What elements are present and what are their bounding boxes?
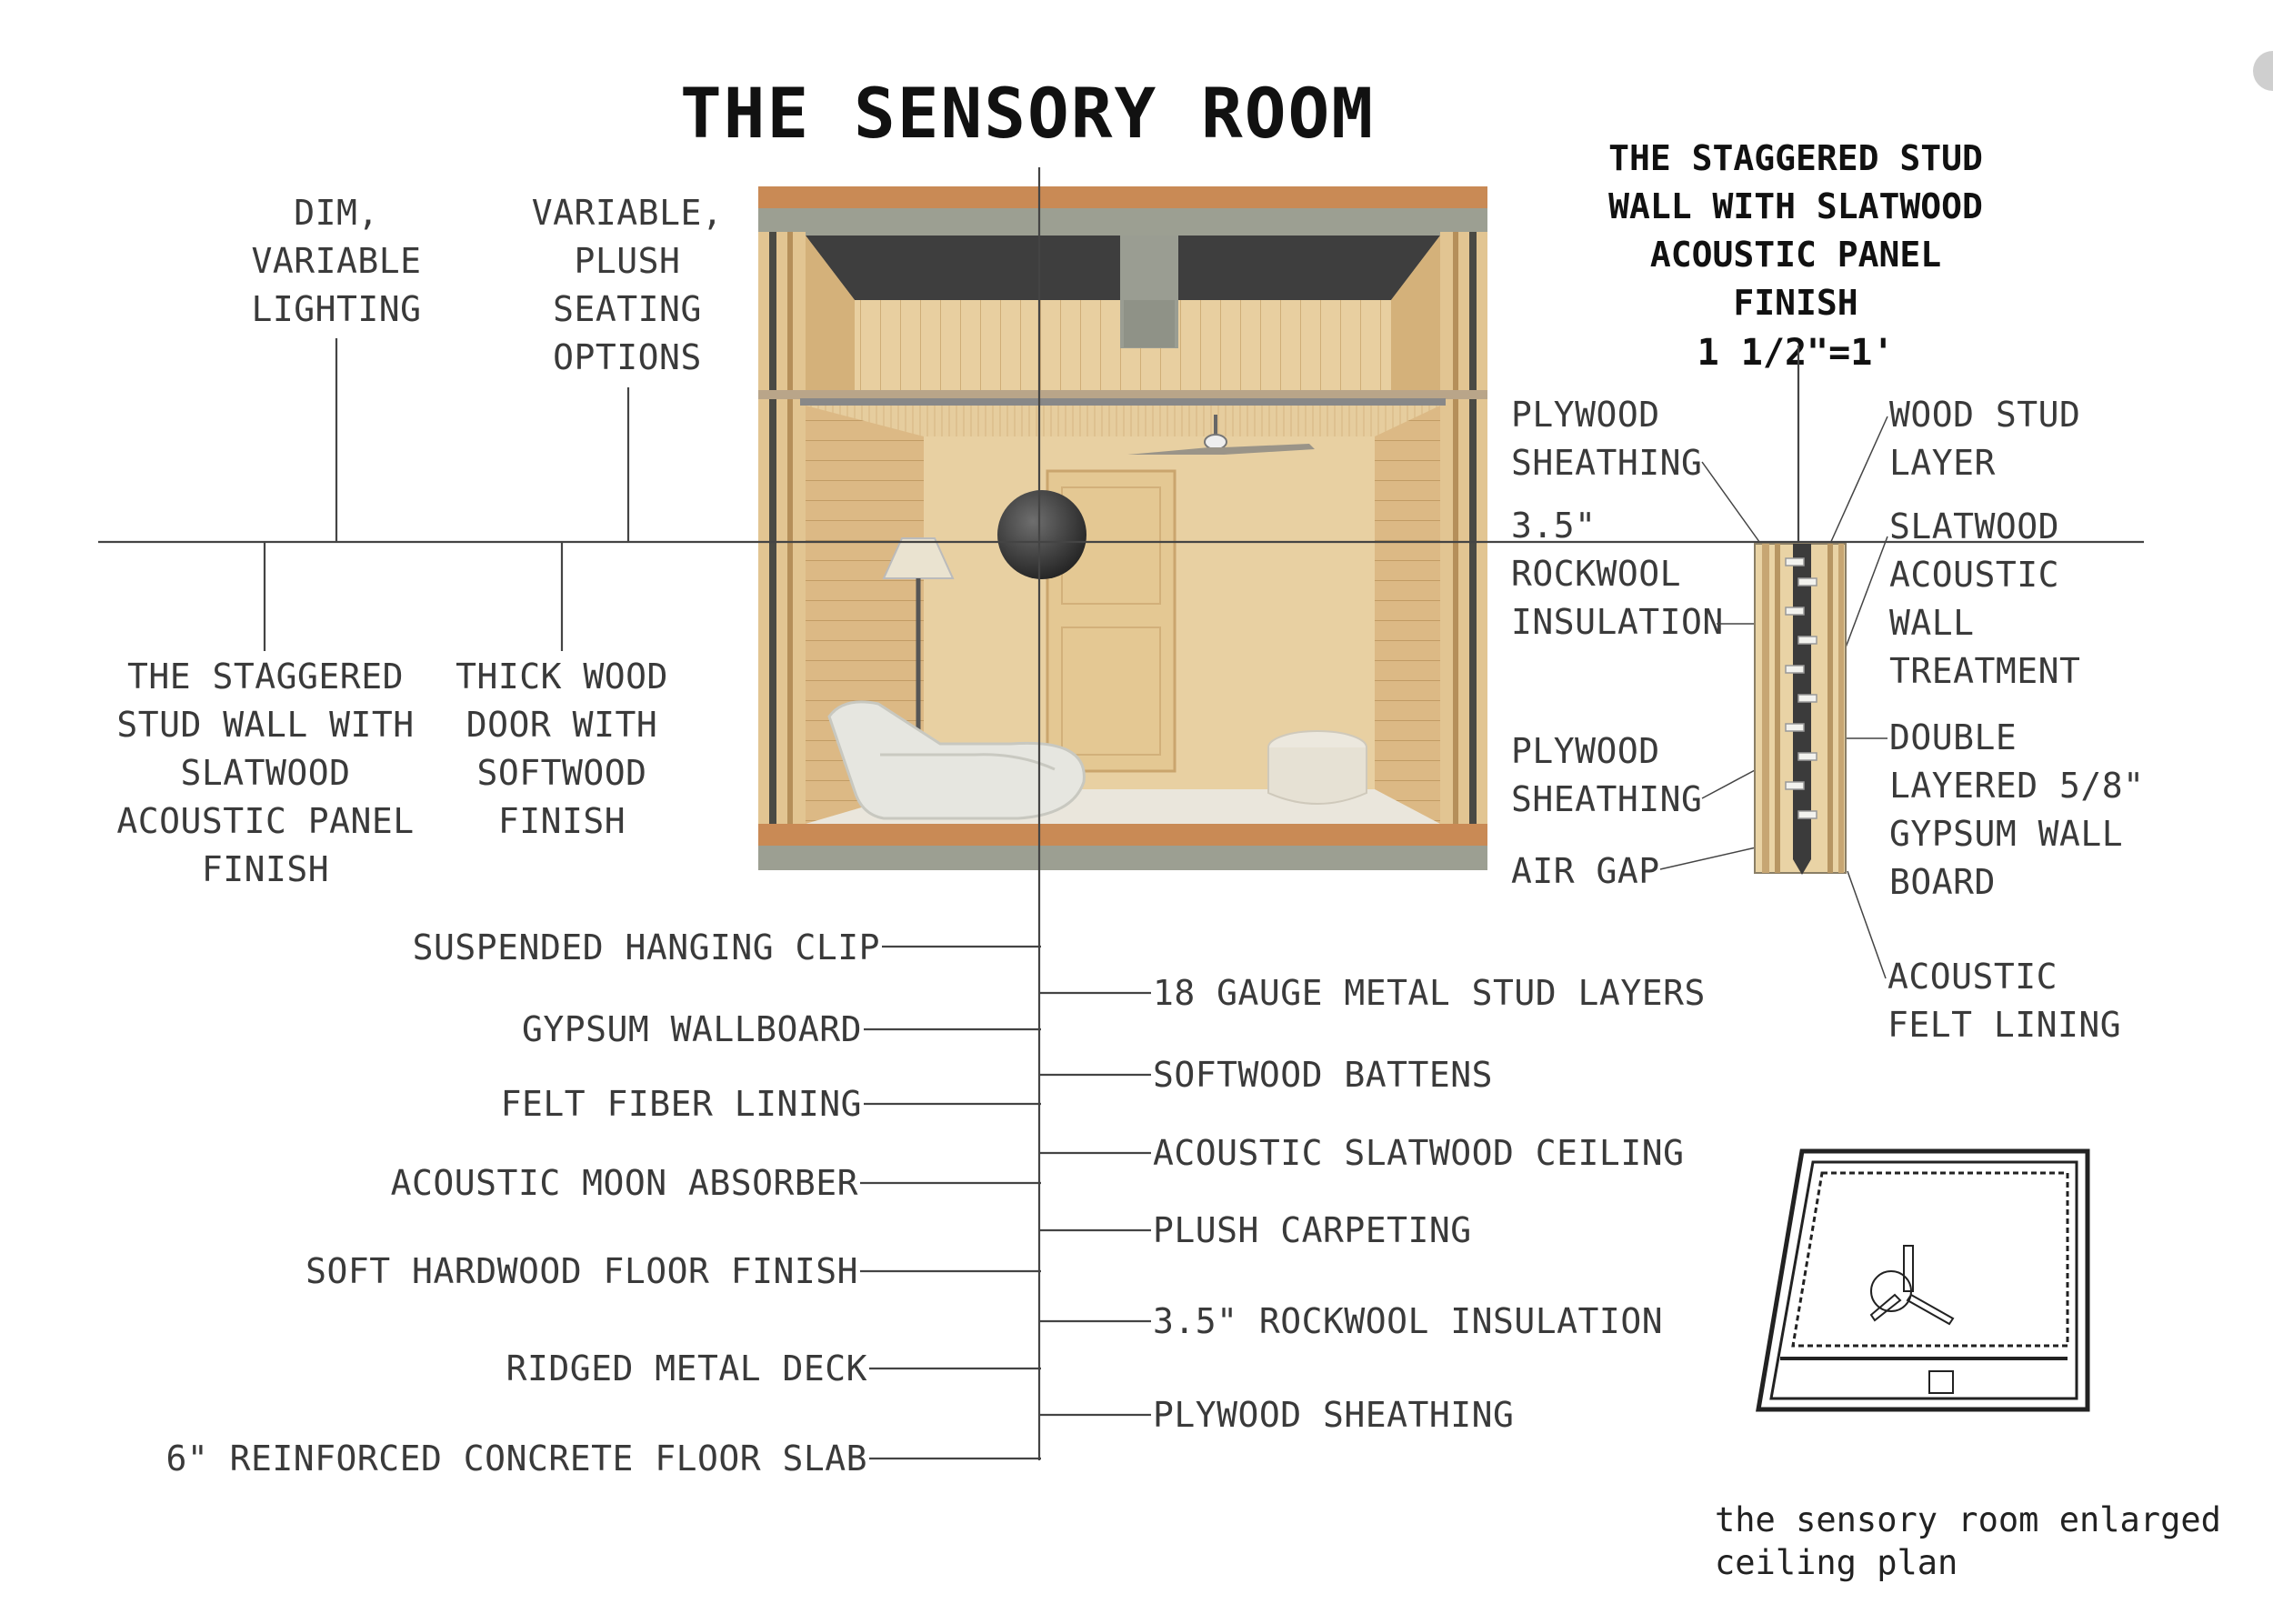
label-lighting: DIM, VARIABLE LIGHTING	[251, 193, 422, 329]
floor-slab	[758, 846, 1487, 870]
staggered-stud	[1793, 544, 1811, 875]
material-right-3: PLUSH CARPETING	[1153, 1210, 1472, 1250]
material-left-2: FELT FIBER LINING	[500, 1084, 862, 1124]
material-left-4: SOFT HARDWOOD FLOOR FINISH	[305, 1251, 858, 1291]
wall-detail	[1754, 543, 1847, 875]
ceiling-fan	[1204, 434, 1227, 450]
room-section	[758, 186, 1487, 870]
material-right-5: PLYWOOD SHEATHING	[1153, 1395, 1515, 1435]
material-right-4: 3.5" ROCKWOOL INSULATION	[1153, 1301, 1664, 1341]
leader-lines	[98, 167, 2144, 1460]
detail-label-gypsum: DOUBLE LAYERED 5/8" GYPSUM WALL BOARD	[1889, 717, 2145, 902]
ceiling-beam	[758, 390, 1487, 399]
material-right-0: 18 GAUGE METAL STUD LAYERS	[1153, 973, 1706, 1013]
label-seating: VARIABLE, PLUSH SEATING OPTIONS	[531, 193, 724, 377]
material-left-1: GYPSUM WALLBOARD	[521, 1009, 862, 1049]
lounge-chair	[827, 700, 1086, 820]
ceiling-plan-caption: the sensory room enlarged ceiling plan	[1715, 1500, 2221, 1582]
right-interior-wall	[1375, 406, 1440, 824]
material-right-1: SOFTWOOD BATTENS	[1153, 1055, 1494, 1095]
detail-label-felt: ACOUSTIC FELT LINING	[1887, 957, 2122, 1045]
detail-scale: 1 1/2"=1'	[1697, 332, 1895, 374]
roof-slab-finish	[758, 186, 1487, 208]
material-left-5: RIDGED METAL DECK	[506, 1348, 867, 1388]
detail-label-slatwood: SLATWOOD ACOUSTIC WALL TREATMENT	[1889, 506, 2081, 691]
material-left-6: 6" REINFORCED CONCRETE FLOOR SLAB	[165, 1439, 867, 1479]
floor-finish	[758, 824, 1487, 846]
floor-lamp	[882, 537, 955, 579]
material-right-2: ACOUSTIC SLATWOOD CEILING	[1153, 1133, 1685, 1173]
detail-label-rockwool: 3.5" ROCKWOOL INSULATION	[1511, 506, 1724, 642]
acoustic-moon	[997, 490, 1086, 579]
detail-label-plywood-top: PLYWOOD SHEATHING	[1511, 395, 1703, 483]
page-title: THE SENSORY ROOM	[679, 73, 1376, 154]
detail-title: THE STAGGERED STUD WALL WITH SLATWOOD AC…	[1608, 138, 1983, 323]
material-left-0: SUSPENDED HANGING CLIP	[412, 927, 880, 967]
material-left-3: ACOUSTIC MOON ABSORBER	[390, 1163, 858, 1203]
right-wall	[1440, 232, 1487, 868]
detail-label-plywood-bottom: PLYWOOD SHEATHING	[1511, 731, 1703, 819]
detail-label-air-gap: AIR GAP	[1511, 851, 1660, 891]
label-staggered-wall: THE STAGGERED STUD WALL WITH SLATWOOD AC…	[116, 657, 415, 889]
detail-label-wood-stud: WOOD STUD LAYER	[1889, 395, 2081, 483]
corner-dot	[2253, 51, 2273, 91]
label-wood-door: THICK WOOD DOOR WITH SOFTWOOD FINISH	[456, 657, 668, 841]
left-wall	[758, 232, 806, 868]
ceiling-plan	[1756, 1148, 2090, 1412]
